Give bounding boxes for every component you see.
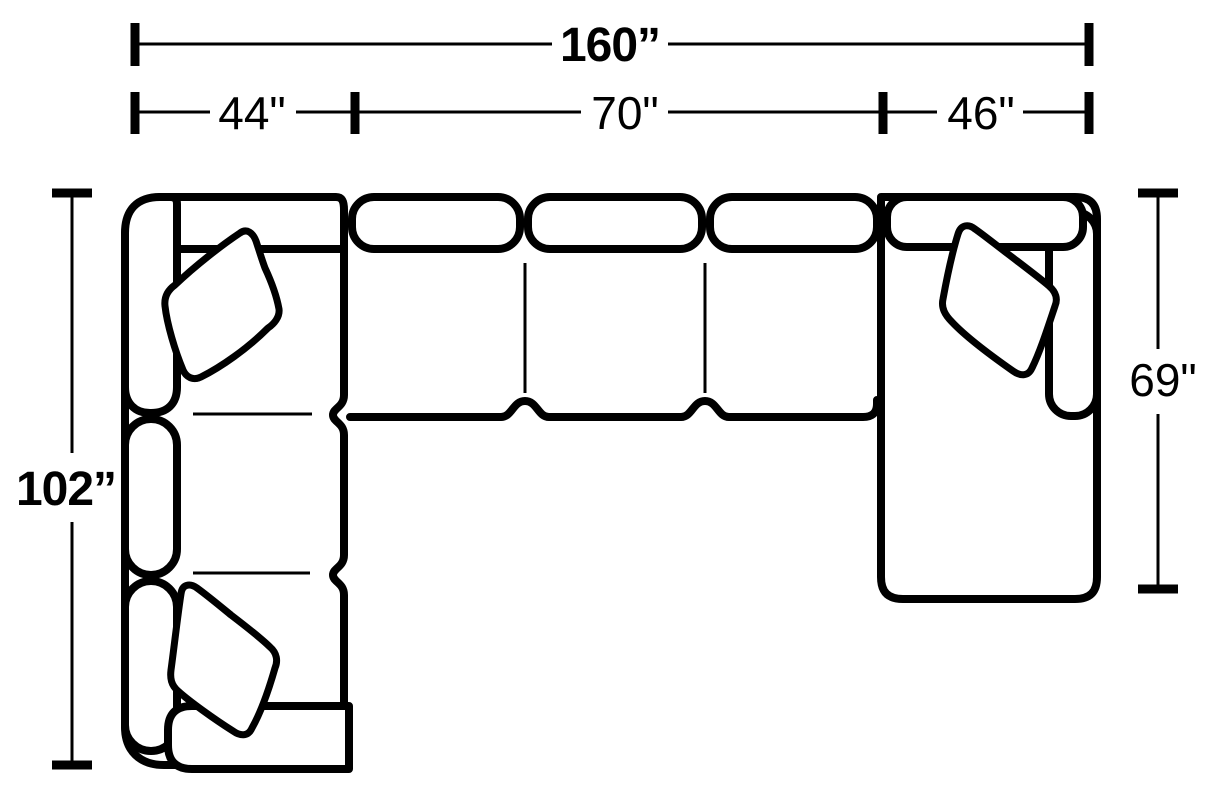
sofa-outline	[121, 193, 1101, 773]
dimension-chaise-depth: 69"	[1129, 188, 1197, 594]
dimension-label-overall-width: 160”	[560, 19, 660, 72]
pillow-bottom-unit	[167, 581, 281, 739]
dimension-section-widths: 44" 70" 46"	[130, 87, 1094, 139]
dimension-overall-width: 160”	[130, 19, 1094, 72]
seat-front-edge	[346, 396, 881, 421]
left-back-segment-2	[121, 415, 181, 579]
pillow-chaise	[939, 222, 1060, 379]
pillow-corner-unit	[161, 227, 283, 383]
dimension-overall-depth: 102”	[16, 188, 117, 770]
dimension-label-middle-section-width: 70"	[591, 87, 659, 139]
dimension-label-chaise-section-width: 46"	[947, 87, 1015, 139]
back-cushion-3	[706, 193, 881, 253]
back-cushion-2	[524, 193, 706, 253]
left-back-segment-1	[121, 193, 181, 417]
dimension-label-chaise-depth: 69"	[1129, 354, 1197, 406]
dimension-label-left-section-width: 44"	[218, 87, 286, 139]
dimension-label-overall-depth: 102”	[16, 463, 116, 516]
back-cushion-1	[348, 193, 524, 253]
